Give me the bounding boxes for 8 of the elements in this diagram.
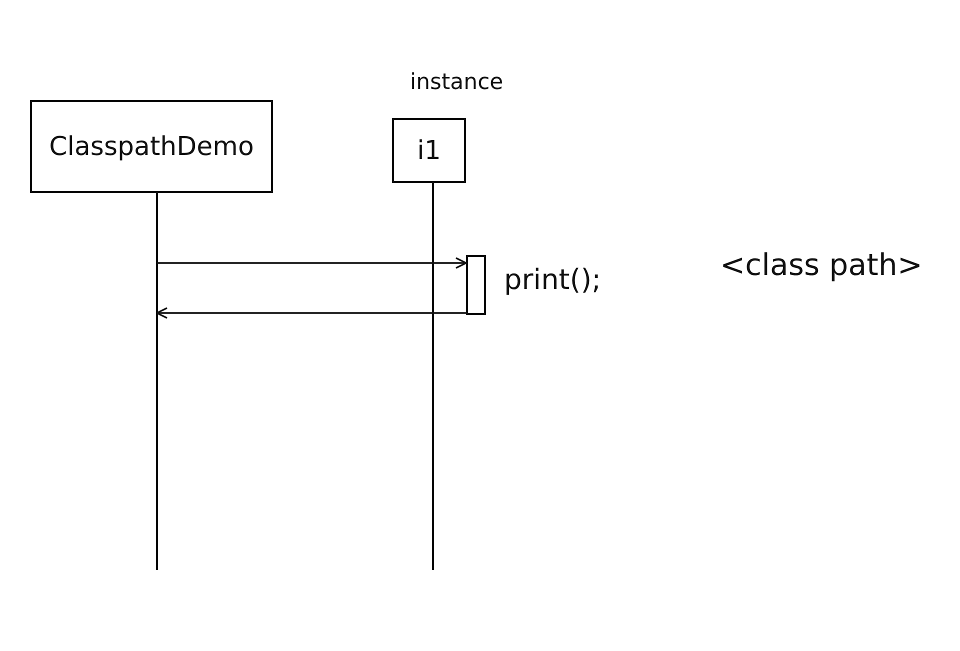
object-heading: instance (410, 70, 504, 95)
message-arrow (156, 307, 466, 319)
note-text: <class path> (720, 248, 922, 283)
class-box: ClasspathDemo (30, 100, 273, 193)
object-box: i1 (392, 118, 466, 183)
activation-bar (466, 255, 486, 315)
message-arrow (157, 257, 467, 269)
method-label: print(); (504, 263, 602, 296)
